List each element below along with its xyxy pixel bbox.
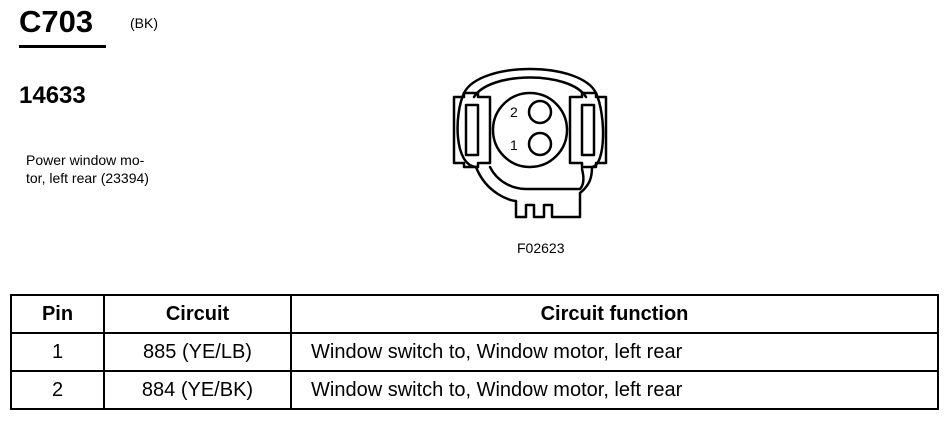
description-line-1: Power window mo-: [26, 152, 145, 168]
table-row: 2 884 (YE/BK) Window switch to, Window m…: [10, 370, 939, 410]
cell-circuit: 884 (YE/BK): [103, 370, 292, 410]
connector-hood-right-side: [590, 91, 605, 169]
cell-pin: 2: [10, 370, 105, 410]
pin-label-1: 1: [510, 137, 518, 153]
pin-cavity: [491, 91, 569, 169]
cell-pin: 1: [10, 332, 105, 372]
pin-2-terminal: [527, 99, 553, 125]
pinout-table: Pin Circuit Circuit function 1 885 (YE/L…: [10, 294, 939, 410]
connector-id: C703: [19, 4, 94, 39]
connector-description: Power window mo- tor, left rear (23394): [26, 151, 196, 187]
connector-lower-body: [474, 165, 594, 219]
cell-circuit: 885 (YE/LB): [103, 332, 292, 372]
right-latch-inner: [580, 103, 596, 157]
left-latch-inner: [464, 103, 480, 157]
table-row: 1 885 (YE/LB) Window switch to, Window m…: [10, 332, 939, 372]
connector-color: (BK): [130, 15, 158, 31]
description-line-2: tor, left rear (23394): [26, 170, 149, 186]
header-circuit-function: Circuit function: [290, 294, 939, 334]
connector-id-underline: [19, 45, 106, 48]
connector-hood-left-side: [456, 91, 478, 169]
table-header-row: Pin Circuit Circuit function: [10, 294, 939, 334]
part-number: 14633: [19, 82, 86, 109]
cell-circuit-function: Window switch to, Window motor, left rea…: [290, 370, 939, 410]
pin-label-2: 2: [510, 104, 518, 120]
connector-hood-outer: [462, 67, 598, 95]
connector-face-diagram: 2 1: [452, 67, 608, 219]
header-circuit: Circuit: [103, 294, 292, 334]
header-pin: Pin: [10, 294, 105, 334]
pin-1-terminal: [527, 131, 553, 157]
figure-id: F02623: [517, 240, 565, 256]
cell-circuit-function: Window switch to, Window motor, left rea…: [290, 332, 939, 372]
connector-lower-inner: [488, 165, 585, 191]
connector-hood-inner: [472, 76, 588, 99]
